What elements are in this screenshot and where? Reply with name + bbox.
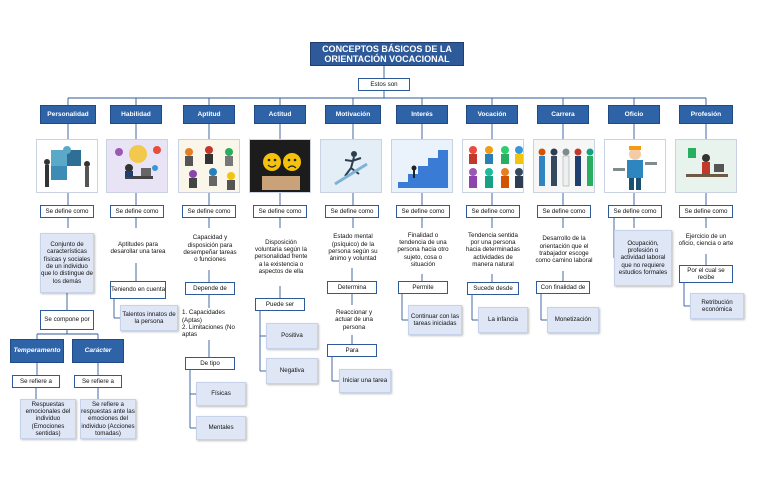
def-habilidad: Aptitudes para desarollar una tarea bbox=[110, 240, 166, 255]
def-motivacion: Estado mental (psíquico) de la persona s… bbox=[328, 233, 378, 263]
link-interes-permite: Permite bbox=[398, 281, 448, 294]
link-vocacion-define: Se define como bbox=[466, 205, 520, 218]
professions-grid-illustration bbox=[462, 139, 524, 193]
header-actitud: Actitud bbox=[254, 105, 306, 124]
detail2-motivacion: Iniciar una tarea bbox=[339, 369, 391, 393]
link-caracter-refiere: Se refiere a bbox=[74, 375, 122, 388]
header-caracter: Carácter bbox=[72, 339, 124, 363]
header-personalidad: Personalidad bbox=[40, 105, 96, 124]
type-fisicas: Físicas bbox=[196, 382, 246, 406]
link-motivacion-determina: Determina bbox=[327, 281, 377, 294]
runner-arrow-illustration bbox=[320, 139, 382, 193]
detail-profesion: Retribución económica bbox=[690, 293, 744, 319]
header-vocacion: Vocación bbox=[466, 105, 518, 124]
link-interes-define: Se define como bbox=[396, 205, 450, 218]
link-motivacion-para: Para bbox=[327, 344, 377, 357]
map-title: CONCEPTOS BÁSICOS DE LA ORIENTACIÓN VOCA… bbox=[310, 42, 464, 66]
header-oficio: Oficio bbox=[608, 105, 660, 124]
text-temperamento: Respuestas emocionales del individuo (Em… bbox=[20, 399, 76, 439]
type-mentales: Mentales bbox=[196, 416, 246, 440]
worker-tools-illustration bbox=[604, 139, 666, 193]
header-aptitud: Aptitud bbox=[183, 105, 235, 124]
link-motivacion-define: Se define como bbox=[325, 205, 379, 218]
header-interes: Interés bbox=[396, 105, 448, 124]
type-negativa: Negativa bbox=[266, 358, 318, 384]
detail-interes: Continuar con las tareas iniciadas bbox=[408, 305, 462, 335]
link-actitud-puede: Puede ser bbox=[255, 298, 305, 311]
link-personalidad-compone: Se compone por bbox=[40, 310, 94, 330]
header-motivacion: Motivación bbox=[325, 105, 381, 124]
header-temperamento: Temperamento bbox=[10, 339, 64, 363]
def-profesion: Ejercicio de un oficio, ciencia o arte bbox=[678, 232, 734, 247]
professionals-row-illustration bbox=[533, 139, 595, 193]
link-aptitud-tipo: De tipo bbox=[185, 357, 235, 370]
type-positiva: Positiva bbox=[266, 323, 318, 349]
link-oficio-define: Se define como bbox=[608, 205, 662, 218]
def-personalidad: Conjunto de características físicas y so… bbox=[40, 233, 94, 293]
header-profesion: Profesión bbox=[679, 105, 733, 124]
link-personalidad-define: Se define como bbox=[40, 205, 94, 218]
person-at-desk-illustration bbox=[106, 139, 168, 193]
puzzle-people-illustration bbox=[36, 139, 98, 193]
text-caracter: Se refiere a respuestas ante las emocion… bbox=[80, 399, 136, 439]
detail-carrera: Monetización bbox=[547, 307, 599, 333]
link-profesion-recibe: Por el cual se recibe bbox=[679, 265, 733, 283]
def-oficio: Ocupación, profesión o actividad laboral… bbox=[614, 230, 672, 286]
header-habilidad: Habilidad bbox=[110, 105, 162, 124]
def-actitud: Disposición voluntaria según la personal… bbox=[254, 238, 308, 275]
happy-sad-faces-illustration bbox=[249, 139, 311, 193]
link-profesion-define: Se define como bbox=[679, 205, 733, 218]
connector-top-label: Estos son bbox=[358, 78, 410, 91]
link-vocacion-sucede: Sucede desde bbox=[467, 282, 519, 295]
link-habilidad-define: Se define como bbox=[110, 205, 164, 218]
link-aptitud-define: Se define como bbox=[182, 205, 236, 218]
link-aptitud-depende: Depende de bbox=[185, 282, 235, 295]
stairs-climb-illustration bbox=[391, 139, 453, 193]
group-people-illustration bbox=[178, 139, 240, 193]
def-carrera: Desarrollo de la orientación que el trab… bbox=[535, 235, 593, 265]
link-temperamento-refiere: Se refiere a bbox=[12, 375, 60, 388]
office-worker-illustration bbox=[675, 139, 737, 193]
link-carrera-finalidad: Con finalidad de bbox=[536, 281, 590, 294]
link-habilidad-cuenta: Teniendo en cuenta bbox=[110, 281, 166, 299]
detail-vocacion: La infancia bbox=[478, 307, 528, 333]
header-carrera: Carrera bbox=[537, 105, 589, 124]
link-actitud-define: Se define como bbox=[253, 205, 307, 218]
def-vocacion: Tendencia sentida por una persona hacia … bbox=[465, 231, 520, 268]
link-carrera-define: Se define como bbox=[537, 205, 591, 218]
detail-aptitud: 1. Capacidades (Aptas) 2. Limitaciones (… bbox=[182, 309, 235, 339]
def-interes: Finalidad o tendencia de una persona hac… bbox=[397, 231, 449, 268]
detail-motivacion: Reaccionar y actuar de una persona bbox=[335, 309, 373, 331]
def-aptitud: Capacidad y disposición para desempeñar … bbox=[183, 234, 237, 264]
detail-habilidad: Talentos innatos de la persona bbox=[120, 305, 178, 331]
